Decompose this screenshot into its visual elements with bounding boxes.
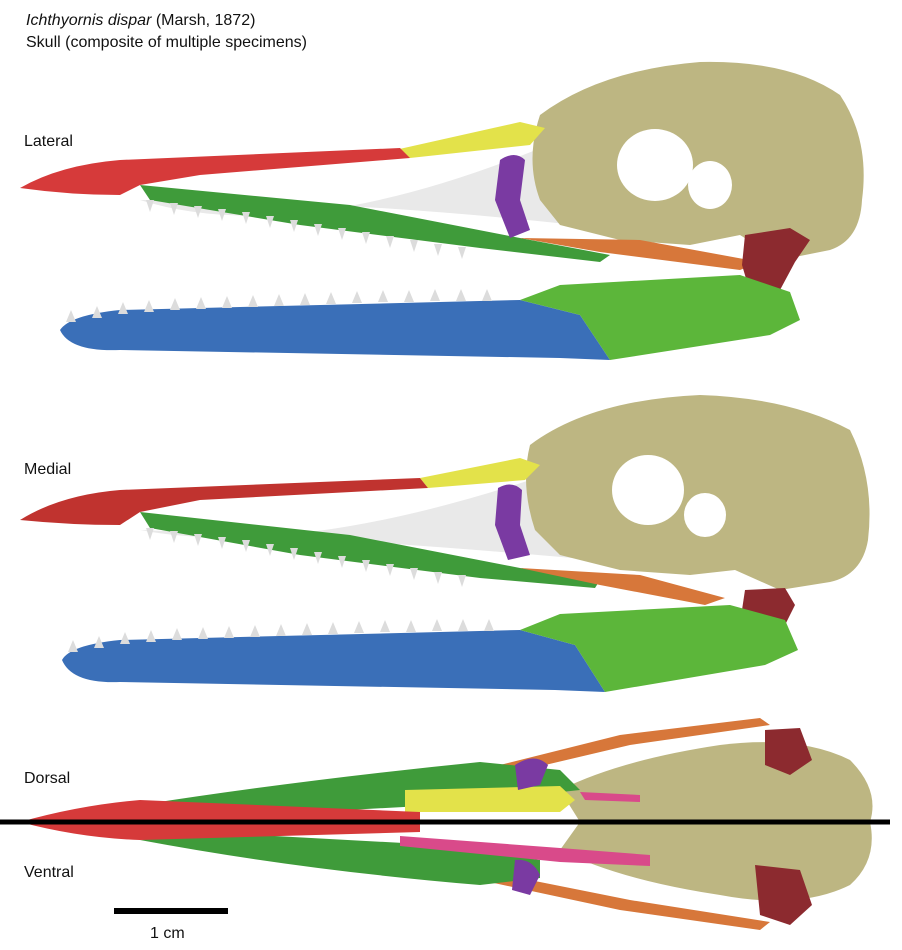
ventral-skull <box>20 822 872 930</box>
lateral-cranium <box>532 61 864 260</box>
lateral-orbit <box>617 129 693 201</box>
medial-jugal <box>520 568 725 605</box>
medial-orbit <box>612 455 684 525</box>
ventral-palatine <box>512 859 540 895</box>
medial-maxilla <box>140 512 600 588</box>
dorsal-maxilla <box>140 762 580 818</box>
medial-nasal <box>420 458 540 488</box>
medial-palatine <box>495 484 530 560</box>
figure-title: Ichthyornis dispar (Marsh, 1872) Skull (… <box>26 10 307 54</box>
species-name: Ichthyornis dispar <box>26 12 152 29</box>
lateral-label: Lateral <box>24 133 73 150</box>
ventral-quadrate <box>755 865 812 925</box>
lateral-palatine <box>495 155 530 238</box>
lateral-skull <box>20 61 864 360</box>
lateral-jugal <box>520 238 760 270</box>
scale-label: 1 cm <box>150 925 185 942</box>
medial-lower-jaw-blue <box>62 630 605 692</box>
medial-upper-teeth <box>146 528 466 587</box>
species-authority: (Marsh, 1872) <box>151 12 256 29</box>
medial-label: Medial <box>24 461 72 478</box>
medial-fenestra <box>684 493 726 537</box>
dorsal-palatine <box>515 758 548 790</box>
dorsal-label: Dorsal <box>24 770 71 787</box>
dorsal-premaxilla <box>20 800 420 822</box>
lateral-upper-teeth <box>146 200 466 259</box>
ventral-label: Ventral <box>24 864 74 881</box>
medial-lower-jaw-green <box>520 605 798 692</box>
medial-cranium <box>526 395 870 590</box>
lateral-lower-jaw-blue <box>60 300 610 360</box>
lateral-nasal <box>395 122 545 158</box>
dorsal-quadrate <box>765 728 812 775</box>
ventral-jugal <box>480 872 770 930</box>
dorsal-jugal <box>480 718 770 778</box>
scale-bar <box>114 908 228 914</box>
lateral-lower-jaw-green <box>520 275 800 360</box>
dorsal-cranium <box>560 742 873 822</box>
lateral-maxilla <box>140 185 610 262</box>
dorsal-nasal <box>405 786 575 812</box>
ventral-premaxilla <box>20 822 420 840</box>
ventral-pterygoid <box>400 836 650 866</box>
medial-premaxilla <box>20 478 428 525</box>
dorsal-pterygoid <box>580 792 640 802</box>
dorsal-skull <box>20 718 873 822</box>
medial-skull <box>20 395 870 692</box>
figure-subtitle: Skull (composite of multiple specimens) <box>26 34 307 51</box>
lateral-fenestra <box>688 161 732 209</box>
lateral-lower-teeth <box>66 289 492 322</box>
ventral-maxilla <box>140 832 540 885</box>
medial-lower-teeth <box>68 619 494 652</box>
lateral-premaxilla <box>20 148 410 195</box>
species-line: Ichthyornis dispar (Marsh, 1872) <box>26 10 307 32</box>
lateral-quadrate <box>742 228 810 292</box>
